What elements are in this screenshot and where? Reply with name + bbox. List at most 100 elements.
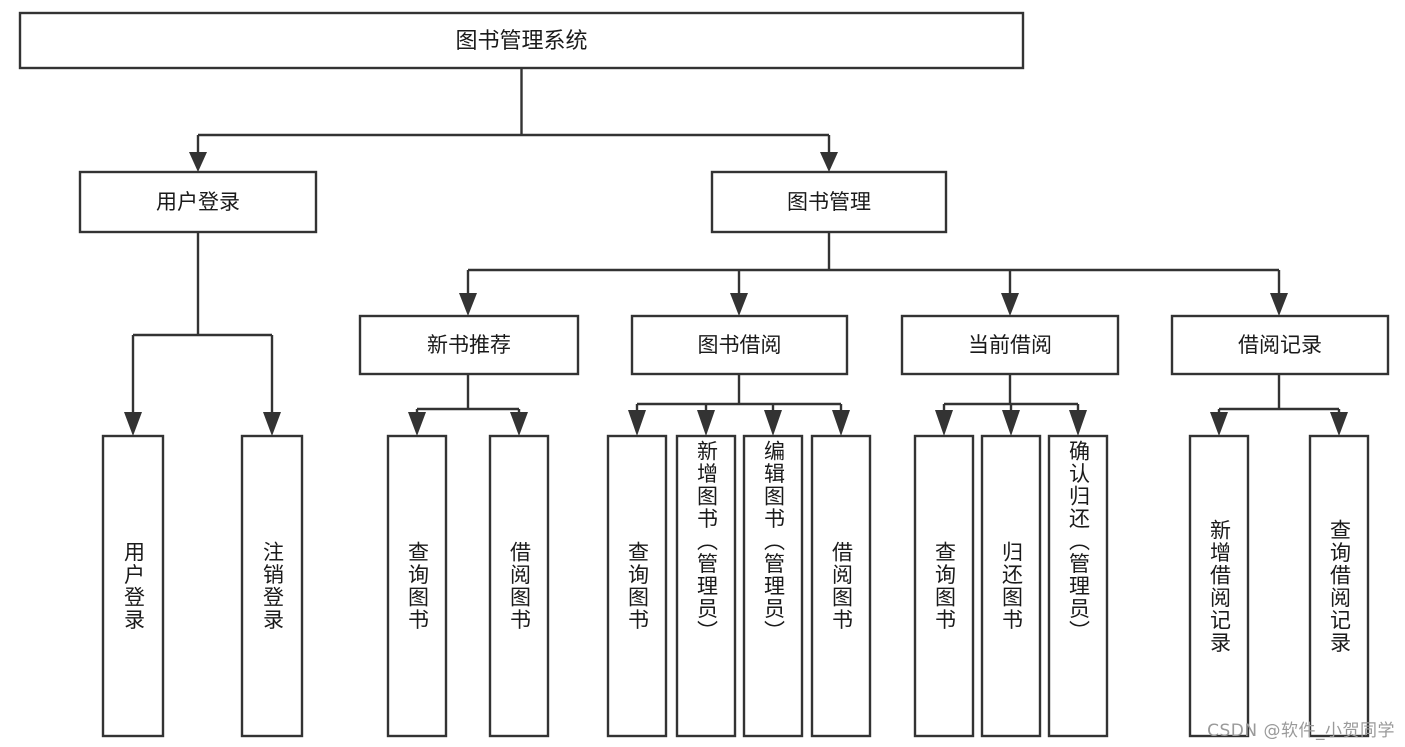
leaf-confirm-return-admin-box[interactable] <box>1047 434 1109 738</box>
node-new-book-recommend-label: 新书推荐 <box>427 333 511 357</box>
leaf-query-borrow-record[interactable]: 查询借阅记录 <box>1308 434 1370 738</box>
arrow-newbook-leaf-2 <box>510 412 528 436</box>
leaf-edit-book-admin-label: 编辑图书（管理员） <box>761 440 786 643</box>
connector-group-borrow <box>628 374 850 436</box>
leaf-add-book-admin-label: 新增图书（管理员） <box>694 440 719 643</box>
leaf-add-book-admin-box[interactable] <box>675 434 737 738</box>
node-new-book-recommend[interactable]: 新书推荐 <box>358 314 580 376</box>
leaf-user-login-label: 用户登录 <box>121 541 146 631</box>
arrow-borrow-leaf-1 <box>628 410 646 436</box>
leaf-add-borrow-record[interactable]: 新增借阅记录 <box>1188 434 1250 738</box>
arrow-current-leaf-2 <box>1002 410 1020 436</box>
leaf-query-borrow-record-label-wrap: 查询借阅记录 <box>1327 518 1352 654</box>
leaf-add-book-admin-label-wrap: 新增图书（管理员） <box>694 440 719 643</box>
leaf-return-book-label-wrap: 归还图书 <box>999 541 1024 631</box>
leaf-current-query-book-box[interactable] <box>913 434 975 738</box>
leaf-current-query-book-label-wrap: 查询图书 <box>932 541 957 631</box>
arrow-borrow-leaf-2 <box>697 410 715 436</box>
node-user-login-box[interactable] <box>78 170 318 234</box>
leaf-logout-login-label-wrap: 注销登录 <box>260 541 285 631</box>
arrow-login-leaf-2 <box>263 412 281 436</box>
node-user-login[interactable]: 用户登录 <box>78 170 318 234</box>
leaf-borrow-query-book-label-wrap: 查询图书 <box>625 541 650 631</box>
node-root-box[interactable] <box>18 11 1025 70</box>
leaf-confirm-return-admin-label-wrap: 确认归还（管理员） <box>1066 440 1091 643</box>
node-book-borrow-box[interactable] <box>630 314 849 376</box>
arrow-bookmgmt-child-2 <box>730 293 748 316</box>
connector-group-current <box>935 374 1087 436</box>
leaf-newbook-borrow-book-box[interactable] <box>488 434 550 738</box>
arrow-bookmgmt-child-1 <box>459 293 477 316</box>
leaf-query-borrow-record-box[interactable] <box>1308 434 1370 738</box>
leaf-newbook-borrow-book-label-wrap: 借阅图书 <box>507 541 532 631</box>
leaf-borrow-book-label: 借阅图书 <box>829 541 854 631</box>
node-current-borrow-label: 当前借阅 <box>968 333 1052 357</box>
leaf-borrow-book-label-wrap: 借阅图书 <box>829 541 854 631</box>
leaf-edit-book-admin[interactable]: 编辑图书（管理员） <box>742 434 804 738</box>
arrow-login-leaf-1 <box>124 412 142 436</box>
leaf-newbook-query-book-box[interactable] <box>386 434 448 738</box>
node-book-borrow[interactable]: 图书借阅 <box>630 314 849 376</box>
leaf-newbook-query-book-label: 查询图书 <box>405 541 430 631</box>
leaf-user-login-box[interactable] <box>101 434 165 738</box>
arrow-borrow-leaf-4 <box>832 410 850 436</box>
leaf-current-query-book-label: 查询图书 <box>932 541 957 631</box>
connector-group-login <box>124 232 281 436</box>
leaf-logout-login[interactable]: 注销登录 <box>240 434 304 738</box>
leaf-confirm-return-admin[interactable]: 确认归还（管理员） <box>1047 434 1109 738</box>
node-current-borrow[interactable]: 当前借阅 <box>900 314 1120 376</box>
connector-group-root <box>189 68 838 172</box>
arrow-current-leaf-3 <box>1069 410 1087 436</box>
node-user-login-label: 用户登录 <box>156 190 240 214</box>
arrow-records-leaf-1 <box>1210 412 1228 436</box>
leaf-user-login-label-wrap: 用户登录 <box>121 541 146 631</box>
leaf-borrow-query-book[interactable]: 查询图书 <box>606 434 668 738</box>
leaf-newbook-query-book[interactable]: 查询图书 <box>386 434 448 738</box>
leaf-return-book-box[interactable] <box>980 434 1042 738</box>
node-root-label: 图书管理系统 <box>455 29 587 54</box>
leaf-confirm-return-admin-label: 确认归还（管理员） <box>1066 440 1091 643</box>
leaf-borrow-book[interactable]: 借阅图书 <box>810 434 872 738</box>
node-borrow-records-label: 借阅记录 <box>1238 333 1322 357</box>
leaf-newbook-borrow-book[interactable]: 借阅图书 <box>488 434 550 738</box>
arrow-bookmgmt-child-3 <box>1001 293 1019 316</box>
leaf-edit-book-admin-label-wrap: 编辑图书（管理员） <box>761 440 786 643</box>
leaf-logout-login-box[interactable] <box>240 434 304 738</box>
leaf-add-book-admin[interactable]: 新增图书（管理员） <box>675 434 737 738</box>
node-new-book-recommend-box[interactable] <box>358 314 580 376</box>
leaf-query-borrow-record-label: 查询借阅记录 <box>1327 518 1352 654</box>
leaf-newbook-query-book-label-wrap: 查询图书 <box>405 541 430 631</box>
connector-group-newbook <box>408 374 528 436</box>
leaf-borrow-query-book-box[interactable] <box>606 434 668 738</box>
leaf-edit-book-admin-box[interactable] <box>742 434 804 738</box>
leaf-borrow-query-book-label: 查询图书 <box>625 541 650 631</box>
leaf-user-login[interactable]: 用户登录 <box>101 434 165 738</box>
arrow-root-to-login <box>189 152 207 172</box>
leaf-add-borrow-record-label-wrap: 新增借阅记录 <box>1207 518 1232 654</box>
leaf-add-borrow-record-label: 新增借阅记录 <box>1207 518 1232 654</box>
leaf-return-book[interactable]: 归还图书 <box>980 434 1042 738</box>
node-borrow-records[interactable]: 借阅记录 <box>1170 314 1390 376</box>
arrow-newbook-leaf-1 <box>408 412 426 436</box>
leaf-current-query-book[interactable]: 查询图书 <box>913 434 975 738</box>
arrow-borrow-leaf-3 <box>764 410 782 436</box>
arrow-bookmgmt-child-4 <box>1270 293 1288 316</box>
arrow-current-leaf-1 <box>935 410 953 436</box>
node-book-management-box[interactable] <box>710 170 948 234</box>
node-root[interactable]: 图书管理系统 <box>18 11 1025 70</box>
arrow-records-leaf-2 <box>1330 412 1348 436</box>
connector-group-bookmgmt <box>459 232 1288 316</box>
arrow-root-to-bookmgmt <box>820 152 838 172</box>
leaf-logout-login-label: 注销登录 <box>260 541 285 631</box>
leaf-newbook-borrow-book-label: 借阅图书 <box>507 541 532 631</box>
node-book-management[interactable]: 图书管理 <box>710 170 948 234</box>
leaf-borrow-book-box[interactable] <box>810 434 872 738</box>
leaf-add-borrow-record-box[interactable] <box>1188 434 1250 738</box>
node-book-management-label: 图书管理 <box>787 190 871 214</box>
node-book-borrow-label: 图书借阅 <box>698 333 782 357</box>
node-current-borrow-box[interactable] <box>900 314 1120 376</box>
leaf-return-book-label: 归还图书 <box>999 541 1024 631</box>
connector-group-records <box>1210 374 1348 436</box>
node-borrow-records-box[interactable] <box>1170 314 1390 376</box>
